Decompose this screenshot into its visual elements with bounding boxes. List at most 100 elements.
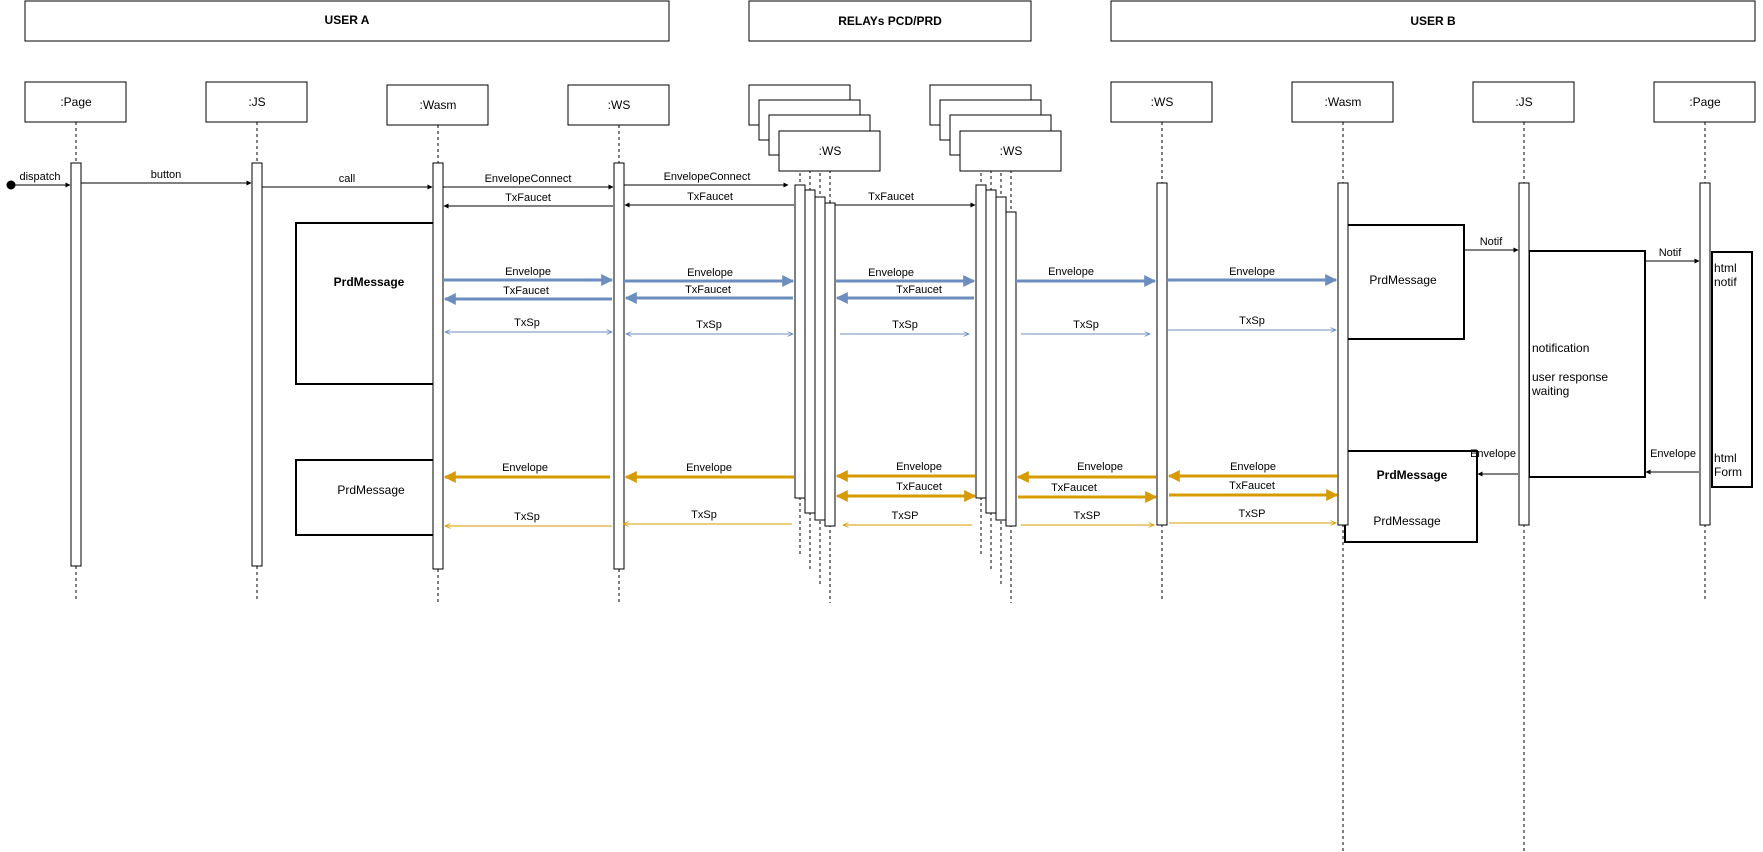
note-b-html-notif: html notif html Form — [1711, 251, 1753, 488]
label-envelope-blue-4: Envelope — [1048, 266, 1094, 278]
label-tx-faucet-blue-3: TxFaucet — [896, 284, 942, 296]
label-envelope-b-js: Envelope — [1470, 448, 1516, 460]
participant-relay2-ws: :WS — [929, 84, 1062, 172]
participant-a-page-label: :Page — [60, 95, 92, 109]
participant-a-page: :Page — [24, 81, 127, 123]
label-dispatch: dispatch — [20, 171, 61, 183]
participant-relay1-ws: :WS — [748, 84, 881, 172]
activation-b-ws — [1156, 182, 1168, 526]
label-tx-faucet-blue-1: TxFaucet — [503, 285, 549, 297]
note-a-prdmessage-2: PrdMessage — [295, 459, 435, 536]
label-tx-faucet-blue-2: TxFaucet — [685, 284, 731, 296]
note-notification-line-1: notification — [1532, 341, 1589, 355]
participant-b-js: :JS — [1472, 81, 1575, 123]
note-html-notif-line-2: notif — [1714, 275, 1737, 289]
activation-relay2-3 — [995, 196, 1007, 521]
participant-a-ws-label: :WS — [608, 98, 631, 112]
message-labels: dispatch button call EnvelopeConnect TxF… — [20, 169, 1696, 523]
note-html-form-line-1: html — [1714, 451, 1737, 465]
activation-relay2-4 — [1005, 211, 1017, 527]
note-b-prdmessage-1-text: PrdMessage — [1369, 273, 1437, 287]
label-button: button — [151, 169, 182, 181]
label-txsp-orange-4: TxSP — [1074, 510, 1101, 522]
label-envelope-orange-2: Envelope — [686, 462, 732, 474]
activation-relay2-2 — [985, 189, 997, 514]
participant-relay1-ws-label: :WS — [819, 144, 842, 158]
label-envelope-b-page: Envelope — [1650, 448, 1696, 460]
note-b-notification: notification user response waiting — [1528, 250, 1646, 478]
activation-a-page — [70, 162, 82, 567]
note-b-prdmessage-2-title: PrdMessage — [1377, 468, 1448, 482]
participant-b-js-label: :JS — [1515, 95, 1532, 109]
note-notification-line-2: user response — [1532, 370, 1608, 384]
participant-a-js-label: :JS — [248, 95, 265, 109]
label-envelope-orange-3: Envelope — [896, 461, 942, 473]
label-notif-2: Notif — [1659, 247, 1683, 259]
activation-a-js — [251, 162, 263, 567]
participant-relay2-ws-label: :WS — [1000, 144, 1023, 158]
participant-a-wasm-label: :Wasm — [420, 98, 457, 112]
label-txsp-orange-3: TxSP — [892, 510, 919, 522]
orange-messages — [443, 470, 1339, 526]
activation-b-js — [1518, 182, 1530, 526]
activation-bars — [70, 162, 1711, 570]
label-envelope-blue-1: Envelope — [505, 266, 551, 278]
label-envelope-connect-1: EnvelopeConnect — [485, 173, 572, 185]
label-envelope-orange-1: Envelope — [502, 462, 548, 474]
label-call: call — [339, 173, 356, 185]
black-messages — [6, 180, 1700, 477]
label-envelope-connect-2: EnvelopeConnect — [664, 171, 751, 183]
activation-relay1-4 — [824, 202, 836, 527]
group-user-b: USER B — [1110, 0, 1756, 42]
note-a-prdmessage-1-text: PrdMessage — [334, 275, 405, 289]
label-envelope-blue-2: Envelope — [687, 267, 733, 279]
activation-a-ws — [613, 162, 625, 570]
activation-relay1-2 — [804, 189, 816, 514]
label-tx-faucet-3: TxFaucet — [868, 191, 914, 203]
participant-b-page: :Page — [1653, 81, 1756, 123]
group-user-b-title: USER B — [1410, 14, 1456, 28]
label-txsp-orange-2: TxSp — [691, 509, 717, 521]
participant-b-ws-label: :WS — [1151, 95, 1174, 109]
activation-relay1-1 — [794, 184, 806, 499]
participant-b-wasm: :Wasm — [1291, 81, 1394, 123]
label-tx-faucet-2: TxFaucet — [687, 191, 733, 203]
group-user-a: USER A — [24, 0, 670, 42]
activation-relay2-1 — [975, 184, 987, 499]
note-b-prdmessage-2-text: PrdMessage — [1373, 514, 1441, 528]
label-txsp-blue-1: TxSp — [514, 317, 540, 329]
label-txsp-orange-1: TxSp — [514, 511, 540, 523]
participant-a-ws: :WS — [567, 84, 670, 126]
label-txsp-blue-2: TxSp — [696, 319, 722, 331]
label-envelope-blue-5: Envelope — [1229, 266, 1275, 278]
participant-b-wasm-label: :Wasm — [1325, 95, 1362, 109]
note-b-prdmessage-2: PrdMessage PrdMessage — [1344, 450, 1478, 543]
label-txsp-blue-5: TxSp — [1239, 315, 1265, 327]
label-envelope-orange-5: Envelope — [1230, 461, 1276, 473]
label-tx-faucet-orange-3: TxFaucet — [896, 481, 942, 493]
note-notification-line-3: waiting — [1531, 384, 1569, 398]
activation-b-page — [1699, 182, 1711, 526]
note-a-prdmessage-1: PrdMessage — [295, 222, 435, 385]
activation-b-wasm — [1337, 182, 1349, 526]
group-user-a-title: USER A — [325, 13, 370, 27]
label-tx-faucet-orange-4: TxFaucet — [1051, 482, 1097, 494]
participant-b-page-label: :Page — [1689, 95, 1721, 109]
participant-b-ws: :WS — [1110, 81, 1213, 123]
note-html-form-line-2: Form — [1714, 465, 1742, 479]
activation-a-wasm — [432, 162, 444, 570]
label-tx-faucet-1: TxFaucet — [505, 192, 551, 204]
label-txsp-orange-5: TxSP — [1239, 508, 1266, 520]
label-tx-faucet-orange-5: TxFaucet — [1229, 480, 1275, 492]
note-html-notif-line-1: html — [1714, 261, 1737, 275]
activation-relay1-3 — [814, 196, 826, 521]
participant-a-js: :JS — [205, 81, 308, 123]
note-b-prdmessage-1: PrdMessage — [1344, 224, 1465, 340]
label-txsp-blue-3: TxSp — [892, 319, 918, 331]
label-envelope-blue-3: Envelope — [868, 267, 914, 279]
group-relays: RELAYs PCD/PRD — [748, 0, 1032, 42]
label-envelope-orange-4: Envelope — [1077, 461, 1123, 473]
note-a-prdmessage-2-text: PrdMessage — [337, 483, 405, 497]
blue-messages — [443, 274, 1338, 334]
